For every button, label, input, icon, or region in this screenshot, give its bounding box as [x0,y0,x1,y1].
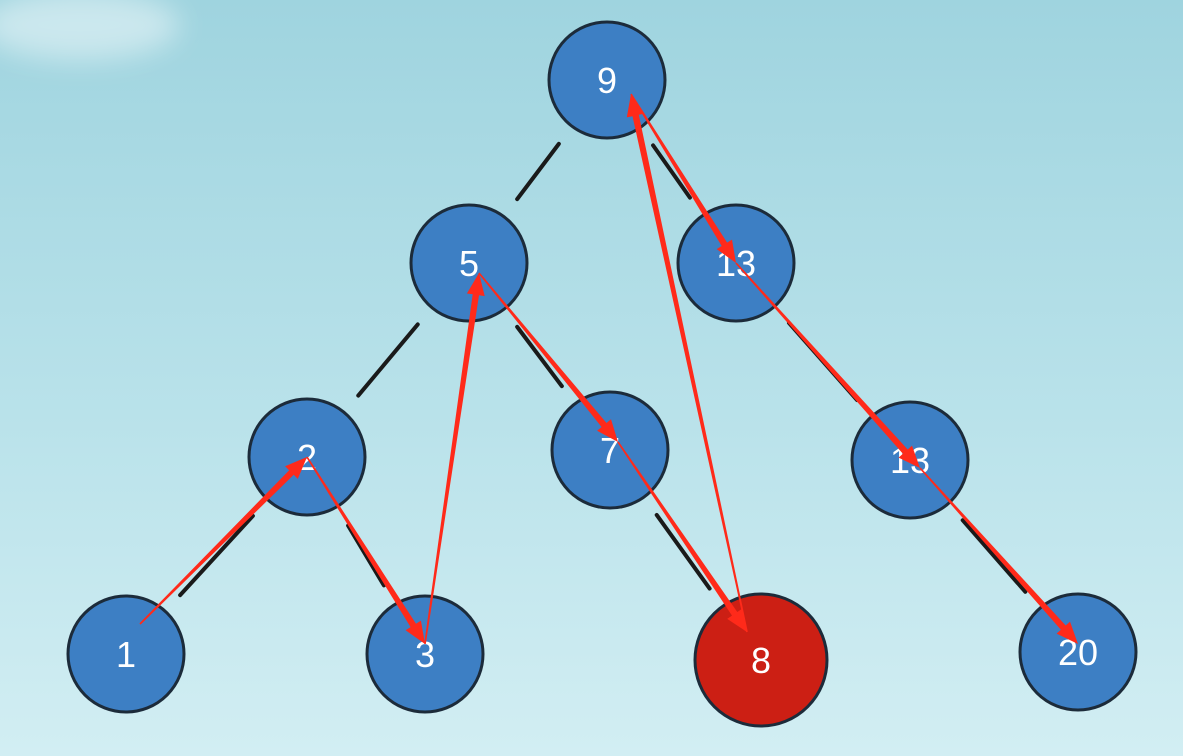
node-label: 8 [751,640,771,681]
tree-node-n3: 3 [365,594,485,714]
node-label: 5 [459,243,479,284]
traversal-arrows-layer [139,93,1078,645]
edges-layer [178,141,1028,598]
edge-n5-n2 [356,322,420,398]
edge-n9-n13a [651,143,692,200]
traversal-arrow-n8-to-n9 [626,94,748,633]
node-label: 3 [415,634,435,675]
node-circle [66,594,186,714]
node-label: 9 [597,60,617,101]
traversal-arrow-n7-to-n8 [617,441,747,632]
edge-n7-n8 [654,512,712,591]
node-circle [693,592,829,728]
edge-n2-n1 [178,513,255,598]
edge-n9-n5 [515,141,561,202]
tree-node-n1: 1 [66,594,186,714]
traversal-arrow-n3-to-n5 [424,273,485,645]
node-label: 20 [1058,632,1098,673]
edge-n5-n7 [515,324,564,389]
node-circle [1018,592,1138,712]
traversal-arrow-n5-to-n7 [478,272,618,442]
nodes-layer: 9513271313820 [66,20,1138,728]
edge-n2-n3 [346,523,386,588]
tree-node-n5: 5 [409,203,529,323]
traversal-arrow-n13a-to-n13b [735,262,920,468]
traversal-arrow-n2-to-n3 [306,456,425,644]
edge-n13b-n20 [960,518,1028,594]
node-circle [365,594,485,714]
traversal-arrow-n1-to-n2 [139,457,307,625]
traversal-arrow-n9-to-n13a [630,93,736,263]
node-label: 1 [116,634,136,675]
traversal-arrow-n13b-to-n20 [919,467,1078,644]
node-circle [550,390,670,510]
tree-node-n20: 20 [1018,592,1138,712]
tree-node-n8: 8 [693,592,829,728]
